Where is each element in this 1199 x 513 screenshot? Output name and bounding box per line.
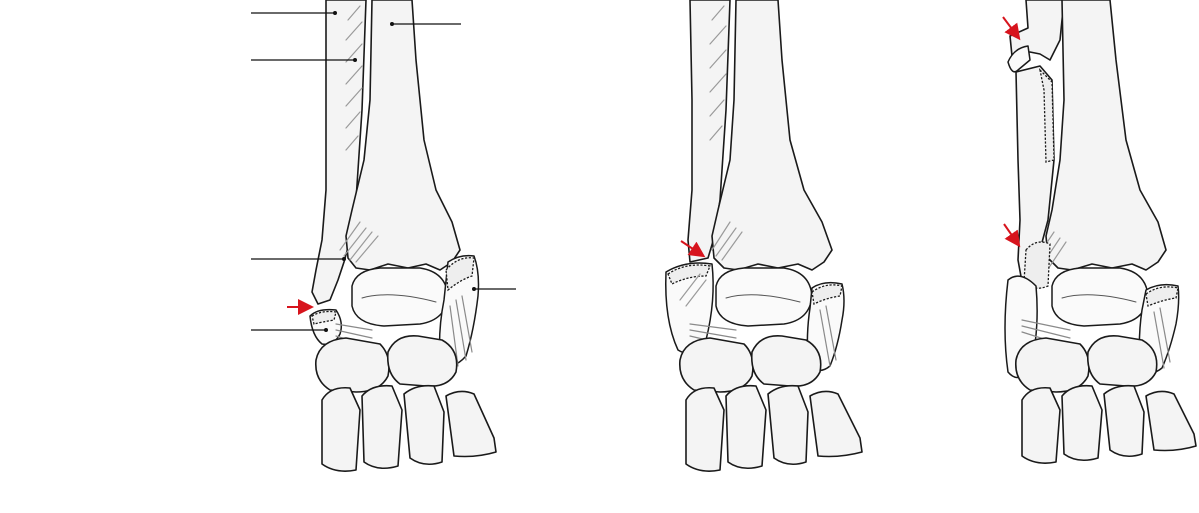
fragment-fracture-surface xyxy=(667,264,711,285)
calcaneus-bone xyxy=(678,337,754,393)
fibula-hatching xyxy=(709,5,727,141)
talus-dome-line xyxy=(361,294,437,303)
fibula-bone xyxy=(687,0,731,263)
panel-1-label-leaders xyxy=(251,11,516,332)
tibia-ligament-hatching xyxy=(339,221,379,263)
metatarsal-bones xyxy=(685,384,863,472)
tibia-bone xyxy=(1045,0,1167,271)
medial-ligament-lines xyxy=(449,295,473,367)
panel-2-fracture xyxy=(665,0,863,472)
panel-3-lower-fracture-arrow xyxy=(1003,223,1021,248)
fibula-shaft-fracture-edges xyxy=(1038,68,1055,163)
panel-3-fracture xyxy=(1002,0,1197,464)
tibia-ligament-hatching xyxy=(711,221,743,261)
navicular-bone xyxy=(750,335,822,388)
talus-dome-line xyxy=(725,294,801,303)
navicular-bone xyxy=(386,335,458,388)
lateral-fragment-surface xyxy=(311,310,337,325)
fibula-spike-fragment xyxy=(1007,45,1031,73)
navicular-bone xyxy=(1086,335,1158,388)
medial-ligament-lines xyxy=(1153,307,1171,369)
tibia-bone xyxy=(345,0,461,271)
medial-fracture-surface xyxy=(445,257,475,292)
medial-fracture-surface xyxy=(811,284,843,305)
fibula-hatching xyxy=(345,5,363,151)
fragment-hatching xyxy=(679,273,707,307)
panel-2-fracture-arrow xyxy=(680,240,706,258)
metatarsal-bones xyxy=(1021,384,1197,464)
medial-ligament-lines xyxy=(819,305,837,367)
panel-1-normal-ankle xyxy=(251,0,516,472)
metatarsal-bones xyxy=(321,384,497,472)
tibia-bone xyxy=(711,0,833,271)
talus-dome-line xyxy=(1061,294,1137,303)
panel-3-upper-fracture-arrow xyxy=(1002,16,1021,41)
medial-fracture-surface xyxy=(1145,286,1179,307)
calcaneus-bone xyxy=(314,337,390,393)
calcaneus-bone xyxy=(1014,337,1090,393)
